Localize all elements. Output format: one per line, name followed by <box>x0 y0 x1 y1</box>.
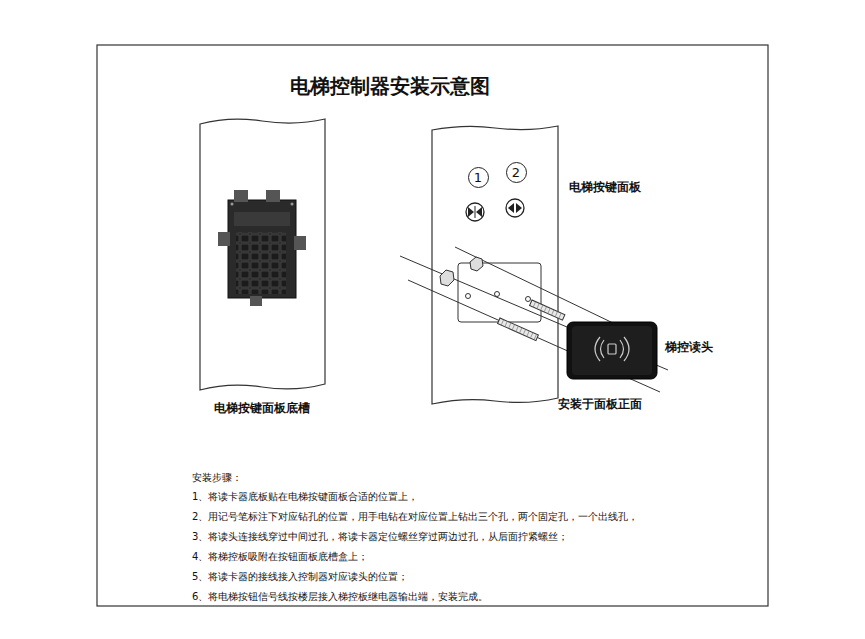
door-buttons <box>466 199 524 221</box>
mounting-plate <box>458 263 541 322</box>
step-text: 2、用记号笔标注下对应钻孔的位置，用手电钻在对应位置上钻出三个孔，两个固定孔，一… <box>192 511 638 523</box>
button-panel <box>432 126 558 404</box>
callout-circle: 2 <box>506 162 527 183</box>
callout-number: 2 <box>512 166 520 179</box>
step-text: 6、将电梯按钮信号线按楼层接入梯控板继电器输出端，安装完成。 <box>192 591 488 603</box>
title: 电梯控制器安装示意图 <box>290 74 490 98</box>
step-text: 5、将读卡器的接线接入控制器对应读头的位置； <box>192 571 408 583</box>
step-text: 安装步骤： <box>192 472 242 484</box>
step-text: 1、将读卡器底板贴在电梯按键面板合适的位置上， <box>192 491 418 503</box>
step-text: 4、将梯控板吸附在按钮面板底槽盒上； <box>192 551 368 563</box>
reader-head <box>567 322 657 379</box>
drill-holes <box>466 292 531 302</box>
screws <box>440 257 565 341</box>
part-label: 电梯按键面板 <box>569 180 641 194</box>
callout-number: 1 <box>474 171 482 184</box>
controller-board <box>218 190 306 306</box>
alignment-lines <box>400 247 668 392</box>
callout-circle: 1 <box>468 167 489 188</box>
part-label: 电梯按键面板底槽 <box>214 401 310 415</box>
step-text: 3、将读头连接线穿过中间过孔，将读卡器定位螺丝穿过两边过孔，从后面拧紧螺丝； <box>192 531 568 543</box>
screw-threads <box>501 302 561 340</box>
part-label: 安装于面板正面 <box>558 397 642 411</box>
button-panel-slot <box>200 119 325 390</box>
frame <box>97 45 768 606</box>
part-label: 梯控读头 <box>665 340 713 354</box>
